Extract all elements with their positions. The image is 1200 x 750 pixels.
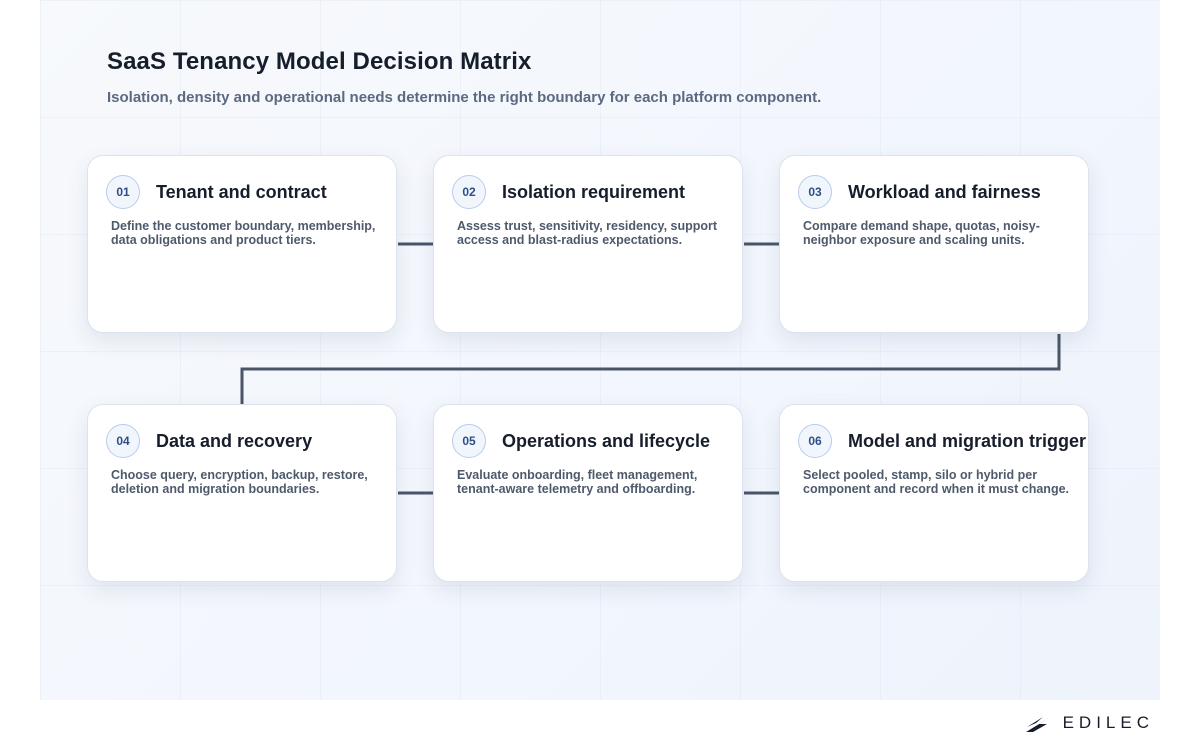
step-title: Isolation requirement xyxy=(502,182,686,202)
step-card-03: 03 Workload and fairness Compare demand … xyxy=(779,155,1089,333)
step-title: Workload and fairness xyxy=(848,182,1041,202)
step-description: Assess trust, sensitivity, residency, su… xyxy=(457,219,718,247)
step-title: Operations and lifecycle xyxy=(502,431,711,451)
step-card-01: 01 Tenant and contract Define the custom… xyxy=(87,155,397,333)
brand-name: EDILEC xyxy=(1062,713,1154,732)
step-number-badge: 03 xyxy=(798,175,832,209)
step-card-06: 06 Model and migration trigger Select po… xyxy=(779,404,1089,582)
step-card-05: 05 Operations and lifecycle Evaluate onb… xyxy=(433,404,743,582)
diagram-canvas xyxy=(40,0,1160,700)
step-number-badge: 02 xyxy=(452,175,486,209)
step-description: Compare demand shape, quotas, noisy-neig… xyxy=(803,219,1040,247)
page-subtitle: Isolation, density and operational needs… xyxy=(107,89,822,106)
step-title: Data and recovery xyxy=(156,431,313,451)
step-description: Choose query, encryption, backup, restor… xyxy=(111,468,368,496)
step-number-badge: 05 xyxy=(452,424,486,458)
step-number-badge: 04 xyxy=(106,424,140,458)
step-card-02: 02 Isolation requirement Assess trust, s… xyxy=(433,155,743,333)
step-title: Tenant and contract xyxy=(156,182,327,202)
background-grid xyxy=(40,0,1160,700)
page-title: SaaS Tenancy Model Decision Matrix xyxy=(107,48,532,75)
step-description: Evaluate onboarding, fleet management, t… xyxy=(457,468,698,496)
connector-03-04 xyxy=(240,334,1061,405)
step-card-04: 04 Data and recovery Choose query, encry… xyxy=(87,404,397,582)
step-title: Model and migration trigger xyxy=(848,431,1087,451)
edilec-logo-icon xyxy=(1025,715,1054,732)
step-number-badge: 01 xyxy=(106,175,140,209)
step-description: Define the customer boundary, membership… xyxy=(111,219,376,247)
step-description: Select pooled, stamp, silo or hybrid per… xyxy=(803,468,1070,496)
brand-logo: EDILEC xyxy=(1025,710,1154,736)
step-number-badge: 06 xyxy=(798,424,832,458)
